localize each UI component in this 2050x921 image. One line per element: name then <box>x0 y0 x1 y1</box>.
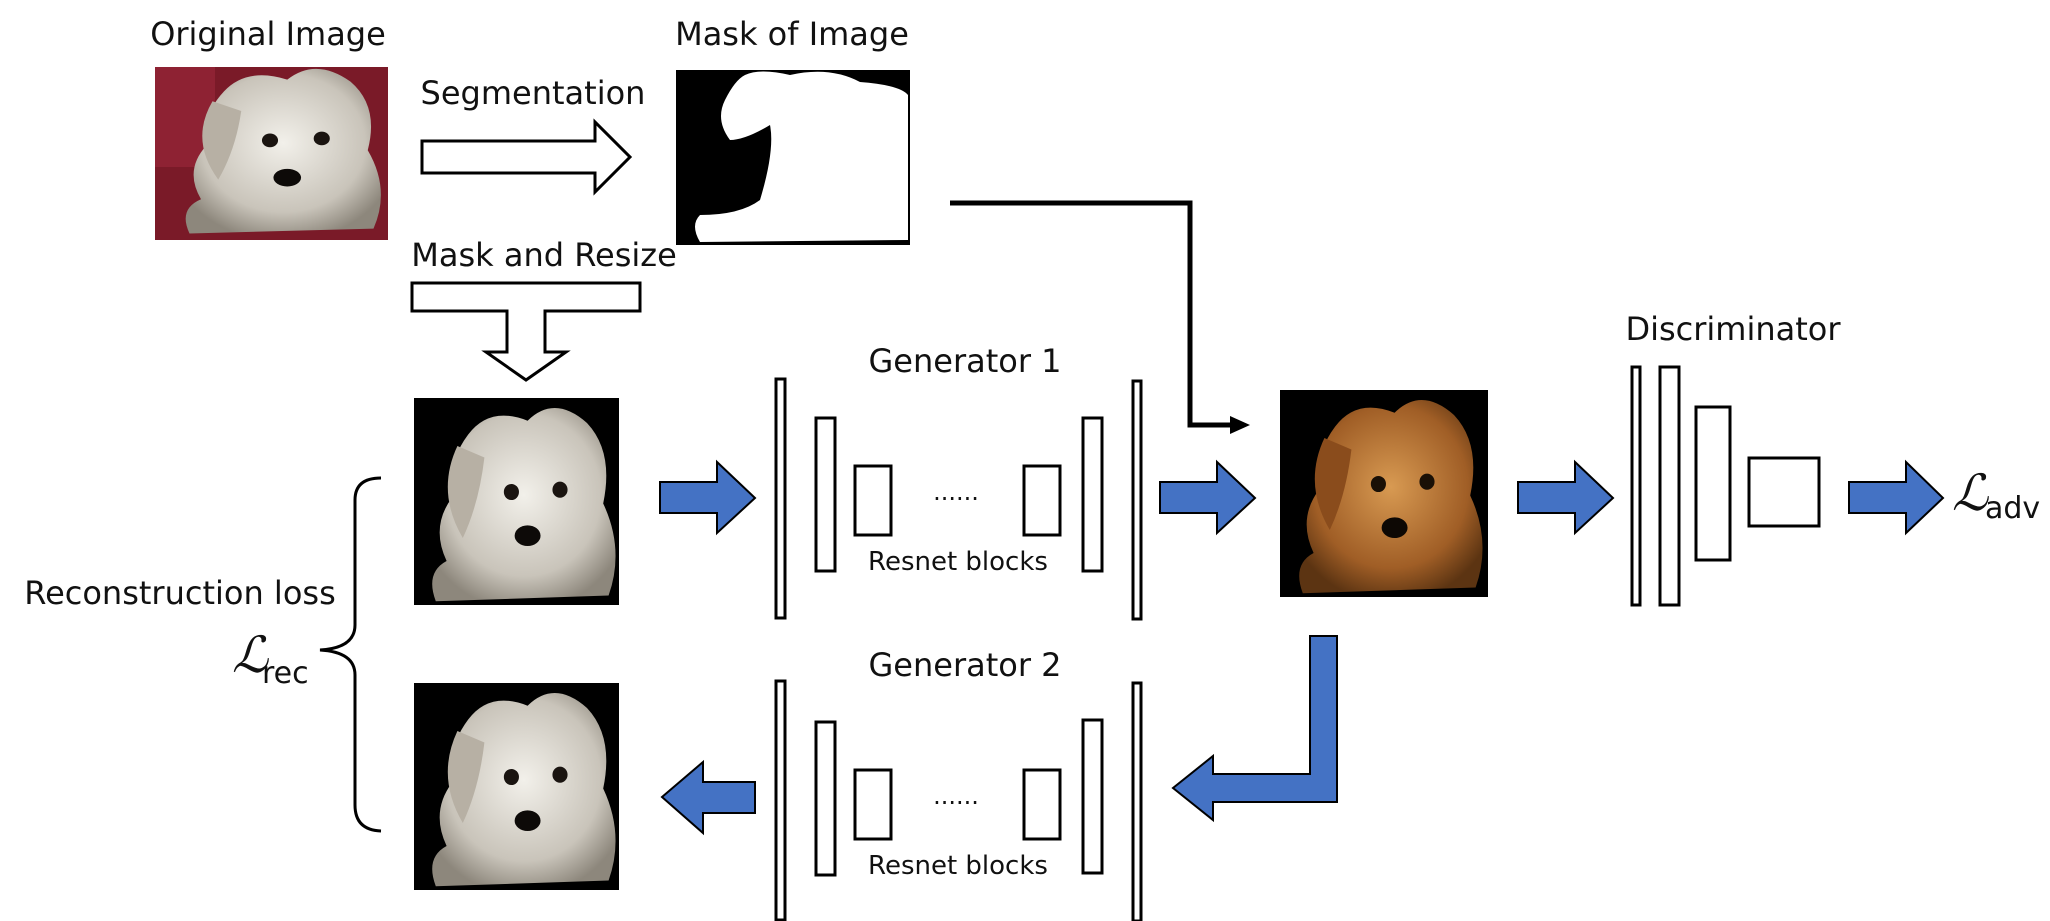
adv-loss-subscript: adv <box>1985 491 2040 526</box>
generator2-ellipsis: ...... <box>933 782 979 810</box>
generator2-resnet-label: Resnet blocks <box>868 851 1048 881</box>
generator1-resnet-label: Resnet blocks <box>868 547 1048 577</box>
generator1-block <box>774 377 1143 621</box>
reconstruction-loss-label: Reconstruction loss <box>24 574 335 612</box>
generator2-block <box>774 679 1143 921</box>
adversarial-loss: ℒ adv <box>1952 464 2040 526</box>
adv-loss-symbol: ℒ <box>1952 464 1989 522</box>
mask-and-resize-arrow <box>410 281 642 382</box>
mask-connector-arrowhead <box>1230 416 1250 434</box>
original-image <box>155 67 388 240</box>
generator1-ellipsis: ...... <box>933 478 979 506</box>
mask-image <box>676 70 910 245</box>
generator2-label: Generator 2 <box>868 646 1061 684</box>
blue-arrow-to-discriminator <box>1517 459 1615 536</box>
segmentation-label: Segmentation <box>421 74 646 112</box>
mask-and-resize-label: Mask and Resize <box>411 236 677 274</box>
reconstructed-image <box>414 683 619 890</box>
blue-arrow-to-adv-loss <box>1848 459 1945 536</box>
generator1-label: Generator 1 <box>868 342 1061 380</box>
masked-input-image <box>414 398 619 605</box>
discriminator-label: Discriminator <box>1625 310 1841 348</box>
rec-loss-symbol: ℒ <box>232 626 269 684</box>
blue-arrow-to-generator2 <box>1171 635 1338 823</box>
blue-arrow-from-generator1 <box>1159 459 1257 536</box>
blue-arrow-to-generator1 <box>659 459 757 536</box>
reconstruction-brace <box>319 476 382 833</box>
mask-connector-line <box>950 200 1235 428</box>
blue-arrow-from-generator2 <box>660 759 756 836</box>
discriminator-block <box>1630 365 1821 607</box>
generated-image <box>1280 390 1488 597</box>
rec-loss-subscript: rec <box>262 656 309 691</box>
mask-of-image-label: Mask of Image <box>675 15 909 53</box>
segmentation-arrow <box>420 118 633 196</box>
reconstruction-loss: ℒ rec <box>232 626 309 691</box>
original-image-label: Original Image <box>150 15 386 53</box>
